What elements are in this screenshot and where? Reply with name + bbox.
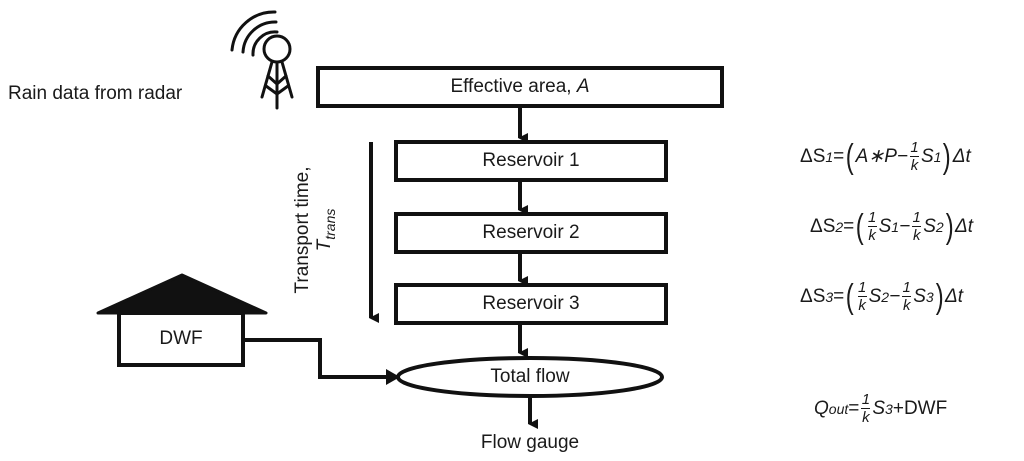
dwf-label: DWF xyxy=(159,328,203,349)
reservoir-3-label: Reservoir 3 xyxy=(482,293,580,314)
radio-tower-icon xyxy=(230,10,294,110)
transport-time-symbol: Ttrans xyxy=(314,208,338,252)
flow-gauge-label: Flow gauge xyxy=(480,432,580,453)
house-roof-icon xyxy=(96,273,268,315)
reservoir-2-label: Reservoir 2 xyxy=(482,222,580,243)
effective-area-symbol: A xyxy=(576,76,590,97)
effective-area-text: Effective area, xyxy=(450,76,577,97)
transport-time-text: Transport time, xyxy=(292,166,313,294)
total-flow-label: Total flow xyxy=(490,366,570,387)
effective-area-label: Effective area, A xyxy=(318,76,722,98)
reservoir-2-box xyxy=(394,212,668,254)
dwf-arrowhead xyxy=(386,369,400,385)
reservoir-3-box xyxy=(394,283,668,325)
reservoir-1-label: Reservoir 1 xyxy=(482,150,580,171)
transport-time-label: Transport time, Ttrans xyxy=(292,130,338,330)
dwf-connector xyxy=(243,338,390,379)
reservoir-1-box xyxy=(394,140,668,182)
radar-label: Rain data from radar xyxy=(8,83,183,104)
